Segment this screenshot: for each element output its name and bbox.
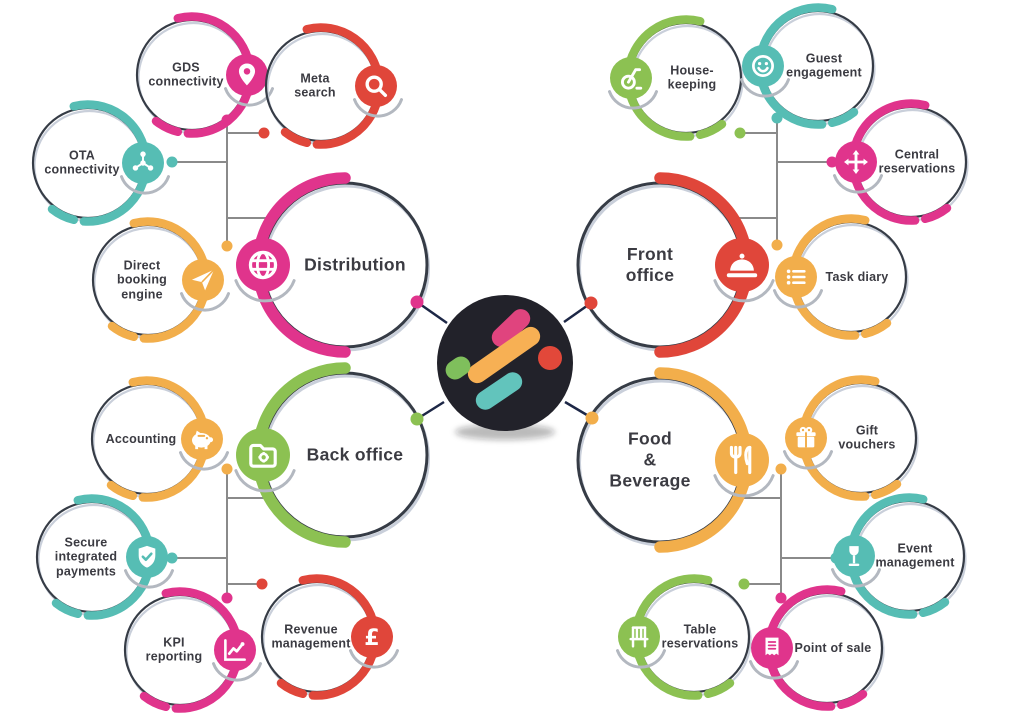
distribution-connector-dot: [166, 156, 178, 168]
piggy-icon: [191, 430, 214, 450]
food-beverage-icon-bg: [715, 433, 769, 487]
food-beverage-icon-shadow: [713, 474, 775, 498]
distribution-connector-dot: [221, 240, 233, 252]
logo-shadow: [455, 424, 555, 440]
vacuum-icon: [620, 68, 643, 90]
cutlery-icon: [729, 445, 752, 475]
secure-integrated-payments-arc: [51, 598, 83, 619]
back-office-hub-dot: [410, 412, 424, 426]
food-beverage-hub-dot: [585, 411, 599, 425]
distribution-connector-dot: [258, 127, 270, 139]
distribution-connector-dot: [221, 114, 233, 126]
kpi-reporting-arc: [139, 691, 171, 712]
meta-search-icon-bg: [355, 65, 397, 107]
ota-connectivity-arc: [47, 204, 79, 225]
network-icon: [132, 151, 154, 171]
brand-logo-pink-pill: [491, 309, 531, 347]
point-of-sale-arc: [836, 689, 868, 710]
front-office-hub-dot: [584, 296, 598, 310]
ota-connectivity-icon-shadow: [120, 175, 170, 195]
guest-engagement-arc: [827, 107, 859, 128]
meta-search-arc: [280, 127, 312, 148]
front-office-icon-shadow: [713, 279, 775, 303]
folder-icon: [249, 443, 277, 468]
food-beverage-connector-dot: [775, 463, 787, 475]
back-office-connector-dot: [256, 578, 268, 590]
gds-connectivity-arc: [151, 116, 183, 137]
distribution-hub-dot: [410, 295, 424, 309]
move-icon: [844, 150, 868, 174]
gift-vouchers-arc: [870, 479, 902, 500]
back-office-icon-shadow: [234, 469, 296, 493]
revenue-management-icon-shadow: [349, 649, 399, 669]
chart-icon: [224, 639, 246, 661]
back-office-connector-dot: [221, 592, 233, 604]
accounting-icon-shadow: [179, 451, 229, 471]
back-office-connector-dot: [221, 463, 233, 475]
event-management-icon-shadow: [831, 568, 881, 588]
direct-booking-engine-arc: [107, 321, 139, 342]
event-management-arc: [918, 597, 950, 618]
wine-icon: [848, 546, 860, 567]
point-of-sale-icon-shadow: [749, 660, 799, 680]
food-beverage-connector-dot: [830, 552, 842, 564]
food-beverage-connector-dot: [775, 592, 787, 604]
brand-logo-red-dot: [538, 346, 562, 370]
brand-logo-teal-pill: [475, 372, 523, 410]
gift-icon: [796, 426, 816, 448]
brand-logo-orange-pill: [467, 326, 541, 384]
revenue-management-arc: [276, 678, 308, 699]
pound-icon: £: [364, 625, 379, 651]
central-reservations-icon-shadow: [833, 174, 883, 194]
direct-booking-engine-icon-shadow: [180, 292, 230, 312]
table-reservations-icon-bg: [618, 616, 660, 658]
svg-text:£: £: [364, 625, 379, 651]
secure-integrated-payments-icon-shadow: [124, 569, 174, 589]
table-reservations-icon-shadow: [616, 649, 666, 669]
cloche-icon: [726, 253, 758, 278]
task-diary-arc: [860, 318, 892, 339]
pin-icon: [238, 63, 256, 86]
gds-connectivity-icon-shadow: [224, 87, 274, 107]
front-office-connector-dot: [771, 239, 783, 251]
receipt-icon: [765, 637, 779, 656]
house-keeping-arc: [695, 119, 727, 140]
search-icon: [365, 75, 388, 98]
globe-icon: [248, 250, 278, 280]
house-keeping-icon-shadow: [608, 90, 658, 110]
brand-logo-green-pill: [445, 356, 471, 380]
gift-vouchers-icon-shadow: [783, 450, 833, 470]
send-icon: [191, 269, 215, 291]
shield-icon: [138, 545, 156, 568]
smiley-icon: [752, 55, 774, 77]
distribution-icon-shadow: [234, 279, 296, 303]
food-beverage-connector-dot: [738, 578, 750, 590]
back-office-connector-dot: [166, 552, 178, 564]
central-reservations-arc: [920, 203, 952, 224]
kpi-reporting-icon-shadow: [212, 662, 262, 682]
distribution-icon-bg: [236, 238, 290, 292]
meta-search-icon-shadow: [353, 98, 403, 118]
front-office-connector-dot: [734, 127, 746, 139]
table-reservations-arc: [703, 678, 735, 699]
task-diary-icon-shadow: [773, 289, 823, 309]
revenue-management-icon-bg: [351, 616, 393, 658]
accounting-arc: [106, 480, 138, 501]
front-office-connector-dot: [771, 112, 783, 124]
guest-engagement-icon-bg: [742, 45, 784, 87]
front-office-connector-dot: [826, 156, 838, 168]
guest-engagement-icon-shadow: [740, 78, 790, 98]
chair-icon: [629, 626, 649, 648]
tasklist-icon: [786, 269, 806, 285]
